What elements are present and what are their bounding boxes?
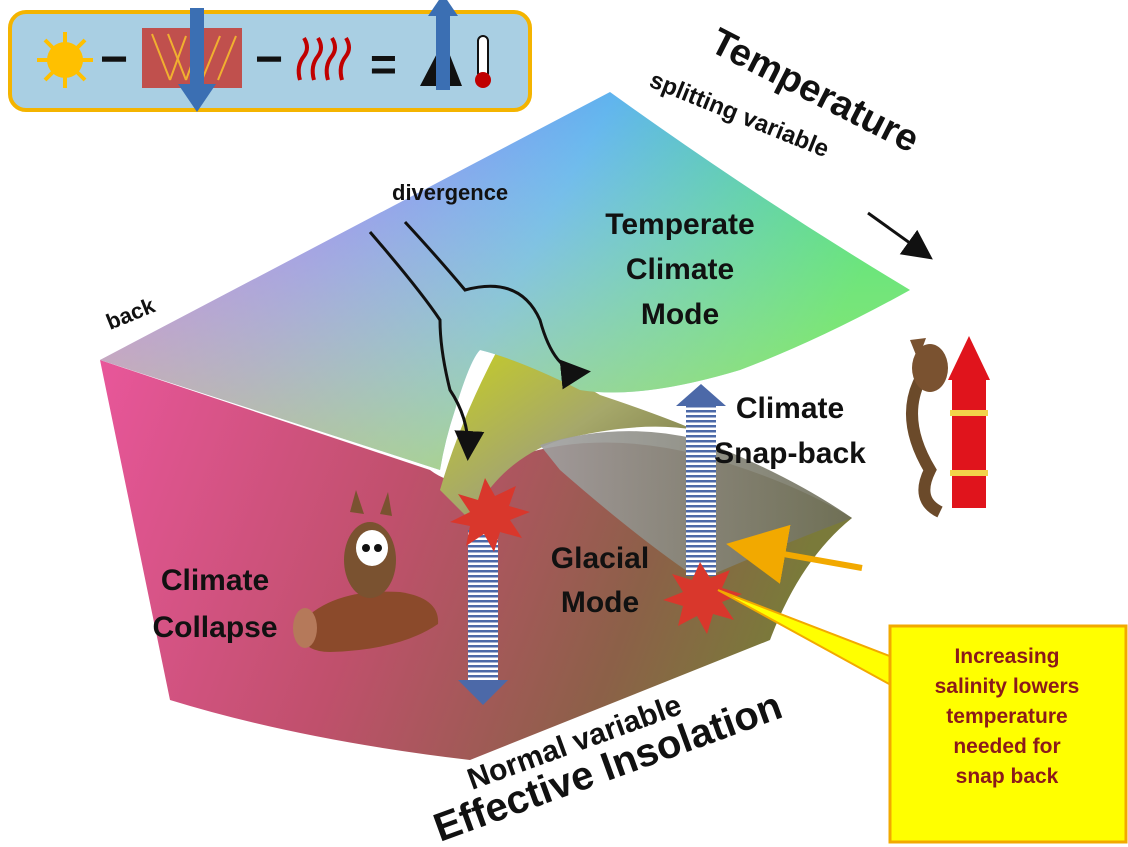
upper-sheet-shade [100,92,910,470]
glacial-line-2: Mode [561,586,639,619]
equation-box [8,10,532,112]
divergence-label: divergence [392,180,508,205]
glacial-mode-label: Glacial Mode [551,542,649,619]
incoming-down-arrow-icon [178,8,216,112]
callout-line-5: snap back [955,765,1059,788]
temperate-mode-line-2: Climate [626,253,734,286]
temperate-mode-line-1: Temperate [605,208,755,241]
glacial-line-1: Glacial [551,542,649,575]
climate-snapback-arrow [676,384,726,576]
snapback-burst-icon [663,562,742,634]
snapback-line-2: Snap-back [714,437,866,470]
callout-line-4: needed for [953,735,1061,758]
coyote-on-rocket-illustration [906,336,990,518]
equals-sign: = [370,38,397,90]
collapse-burst-icon [450,478,530,552]
salinity-callout [717,524,1128,844]
divergence-arrow-left [368,231,485,461]
sun-icon [37,32,93,88]
temperature-rise-icon [420,0,462,90]
back-label: back [103,292,160,334]
callout-box [888,624,1128,844]
collapse-line-2: Collapse [152,611,277,644]
collapse-line-1: Climate [161,564,269,597]
callout-arrow [726,524,863,584]
minus-sign-2: − [255,33,283,86]
climate-collapse-label: Climate Collapse [152,564,277,644]
callout-line-1: Increasing [954,645,1060,668]
climate-snapback-label: Climate Snap-back [714,392,866,470]
fold-region [440,345,695,520]
temperate-mode-line-3: Mode [641,298,719,331]
salinity-callout-text: Increasing salinity lowers temperature n… [898,642,1116,792]
temperate-climate-mode-label: Temperate Climate Mode [605,208,755,331]
energy-balance-equation: − − = [8,0,532,112]
climate-collapse-arrow [458,530,508,705]
outgoing-heat-icon [296,36,351,81]
callout-line-3: temperature [946,705,1068,728]
callout-line-2: salinity lowers [934,675,1080,698]
coyote-on-log-illustration [293,490,439,652]
divergence-arrow-right [403,220,591,390]
snapback-line-1: Climate [736,392,844,425]
thermometer-icon [475,35,491,88]
minus-sign-1: − [100,33,128,86]
temperature-axis-arrow [867,211,933,260]
